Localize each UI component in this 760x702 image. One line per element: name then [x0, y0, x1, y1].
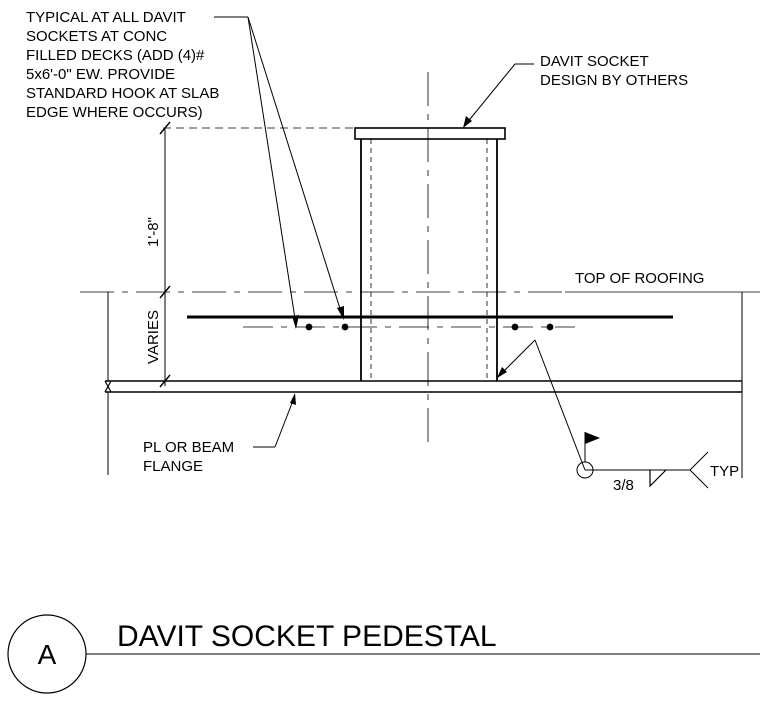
typical-note-leaders	[214, 16, 344, 329]
typical-note-line-2: SOCKETS AT CONC	[26, 28, 167, 45]
typical-note-line-5: STANDARD HOOK AT SLAB	[26, 85, 219, 102]
typical-note-line-4: 5x6'-0" EW. PROVIDE	[26, 66, 175, 83]
weld-symbol: 3/8 TYP	[496, 339, 739, 494]
dim-upper-label: 1'-8"	[145, 217, 162, 247]
pl-note-line-1: PL OR BEAM	[143, 439, 234, 456]
davit-note: DAVIT SOCKET DESIGN BY OTHERS	[463, 53, 688, 128]
davit-note-line-1: DAVIT SOCKET	[540, 53, 649, 70]
detail-letter: A	[38, 639, 57, 670]
typical-note-line-1: TYPICAL AT ALL DAVIT	[26, 9, 186, 26]
top-of-roofing-label: TOP OF ROOFING	[575, 270, 704, 287]
typical-note-line-3: FILLED DECKS (ADD (4)#	[26, 47, 205, 64]
weld-tail-label: TYP	[710, 463, 739, 480]
beam-flange	[104, 292, 743, 478]
title-block: A DAVIT SOCKET PEDESTAL	[7, 614, 760, 694]
davit-note-line-2: DESIGN BY OTHERS	[540, 72, 688, 89]
pl-note: PL OR BEAM FLANGE	[143, 393, 296, 475]
rebar	[187, 315, 673, 331]
dim-lower-label: VARIES	[145, 310, 162, 364]
weld-size-label: 3/8	[613, 477, 634, 494]
dimension: 1'-8" VARIES	[145, 121, 355, 388]
davit-socket	[354, 127, 506, 381]
detail-title: DAVIT SOCKET PEDESTAL	[117, 620, 497, 653]
pl-note-line-2: FLANGE	[143, 458, 203, 475]
typical-note-line-6: EDGE WHERE OCCURS)	[26, 104, 203, 121]
typical-note: TYPICAL AT ALL DAVIT SOCKETS AT CONC FIL…	[26, 9, 219, 121]
